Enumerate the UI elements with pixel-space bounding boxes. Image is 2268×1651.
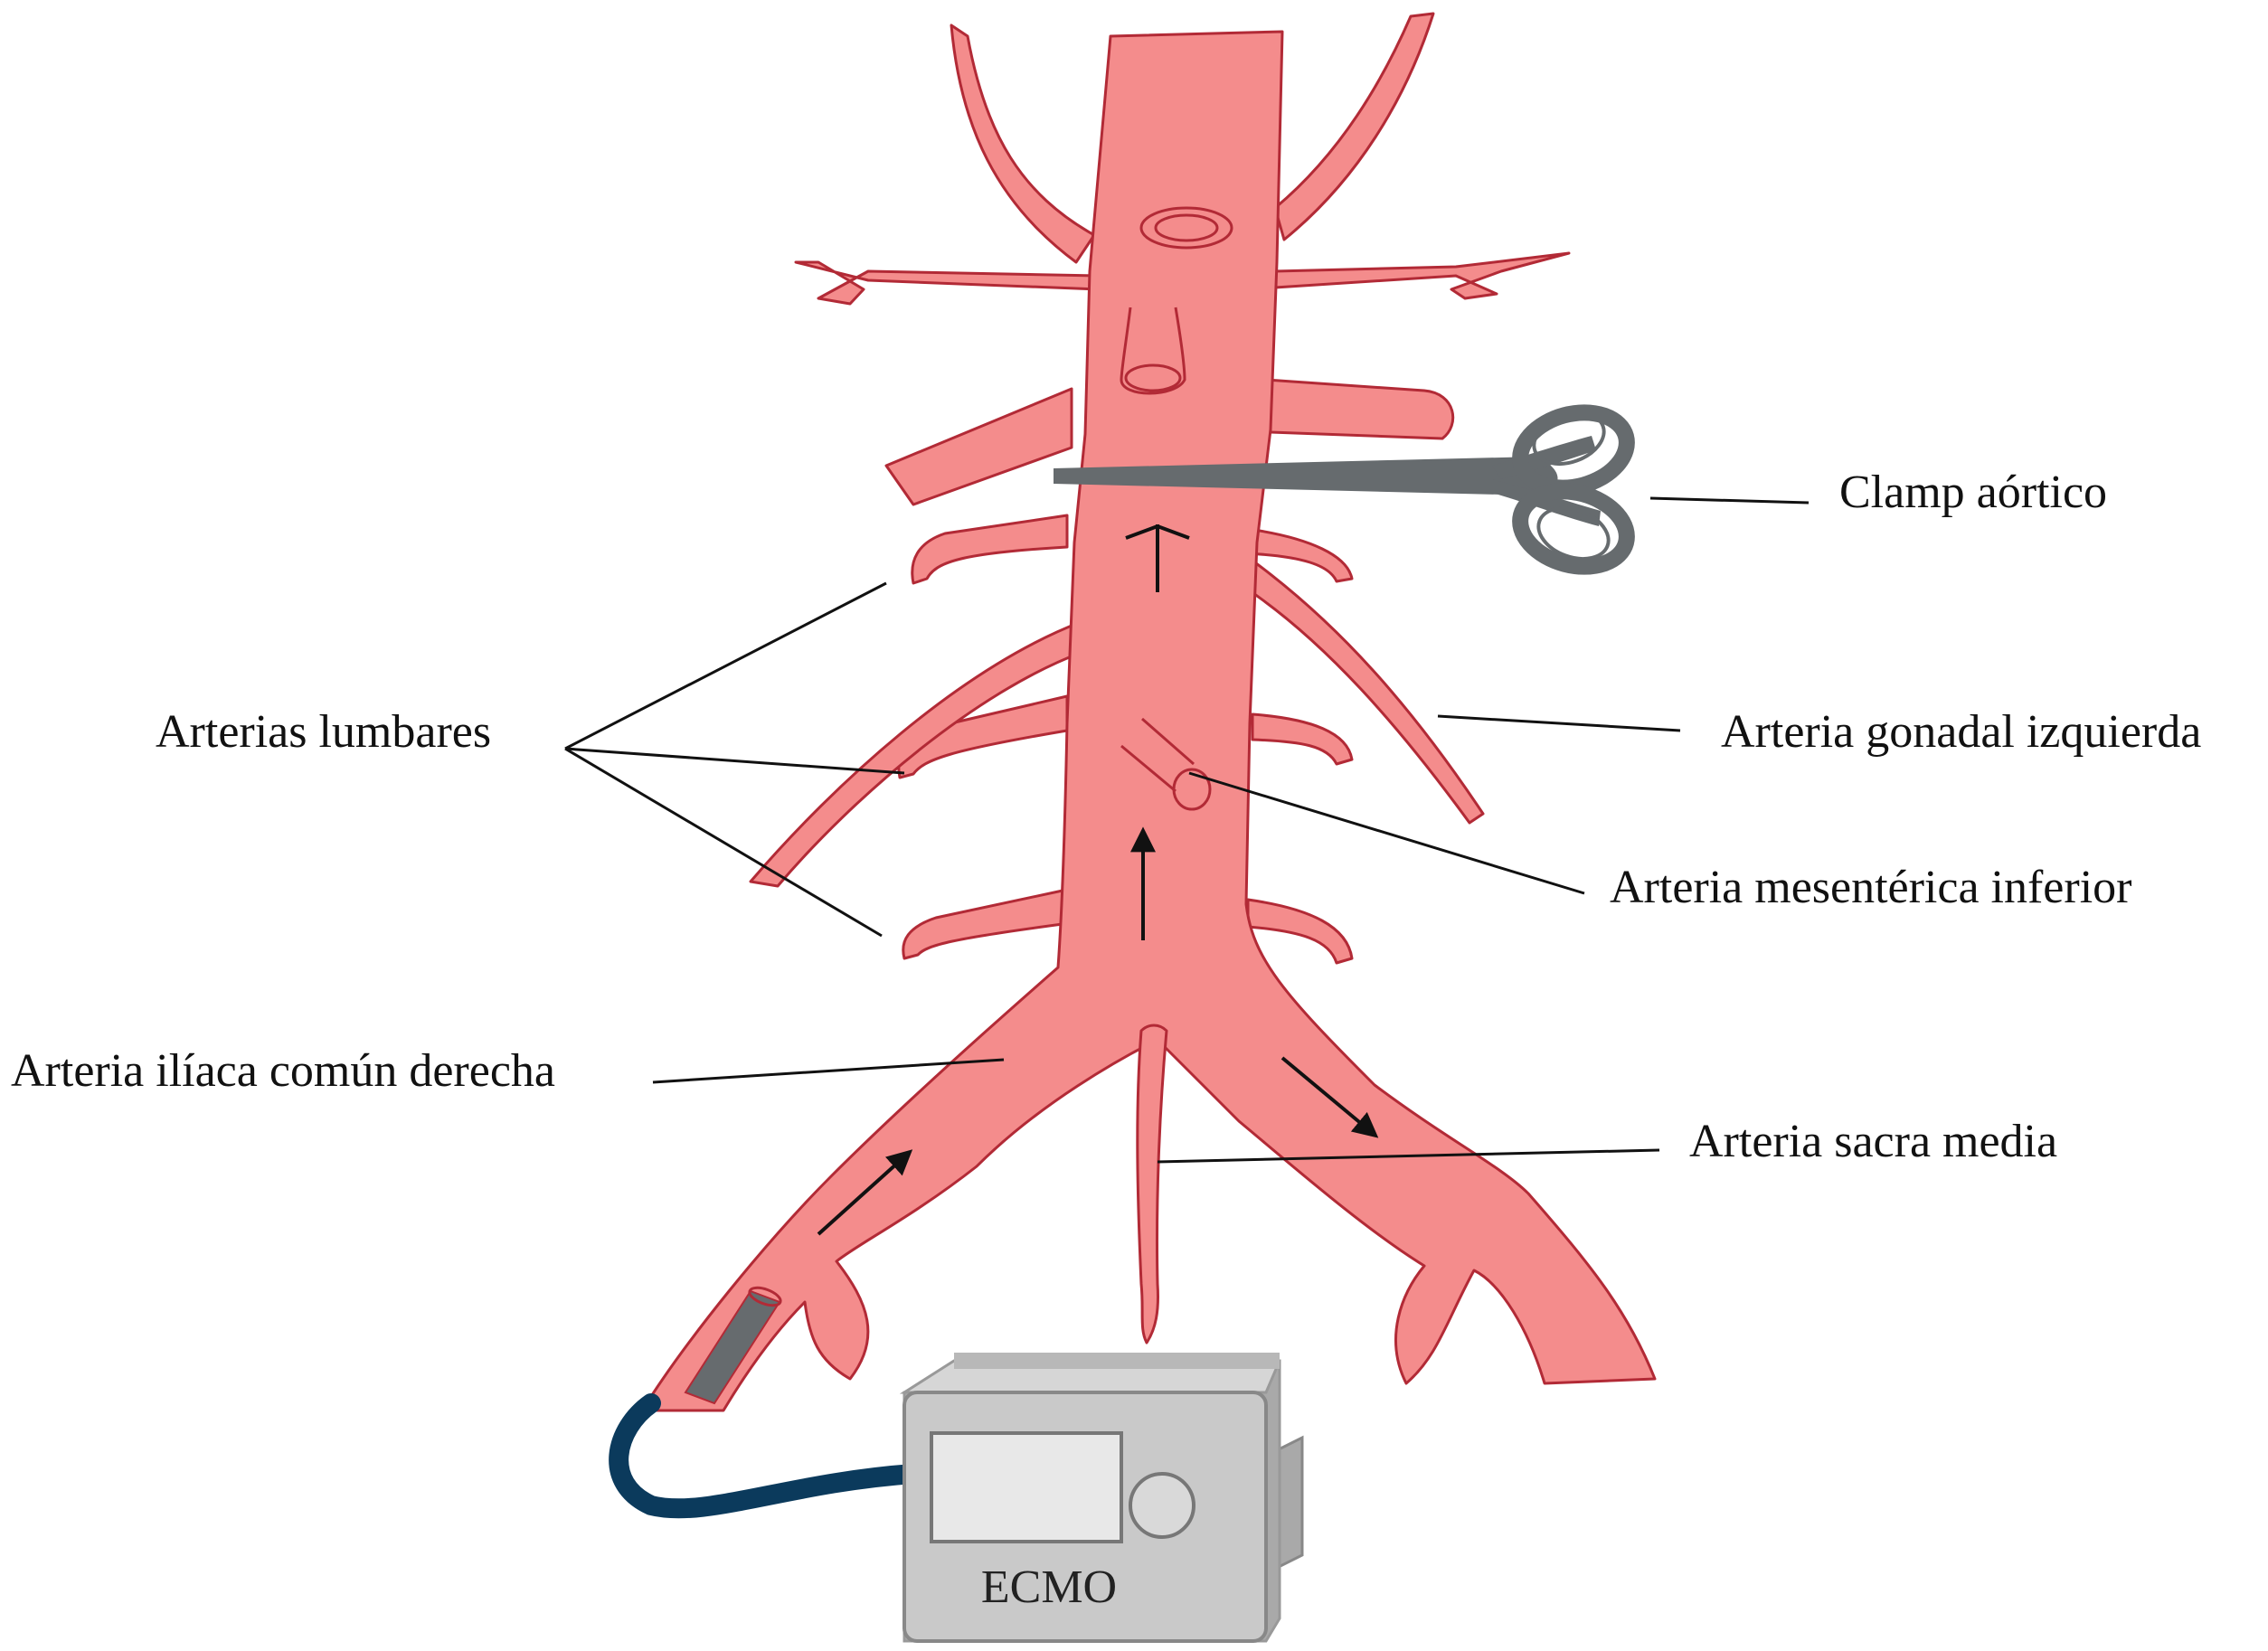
- right-renal-branch: [1264, 378, 1455, 440]
- clamp-ring-lower-left: [1536, 505, 1611, 561]
- aortic-clamp-icon: [1054, 404, 1635, 575]
- clamp-ring-upper: [1512, 404, 1635, 496]
- clamp-ring-lower: [1512, 483, 1635, 575]
- upper-left-branch: [950, 24, 1096, 264]
- flow-split-arrow-icon: [1125, 524, 1190, 540]
- ostium-1-inner: [1154, 213, 1219, 242]
- leader-lines: [564, 496, 1810, 1164]
- imv-stem: [1120, 717, 1195, 793]
- ostium-1: [1139, 206, 1233, 250]
- lumbar-left-3: [902, 889, 1064, 960]
- lumbar-left-1: [911, 514, 1069, 585]
- median-sacral-artery: [1136, 1024, 1168, 1344]
- upper-right-branch: [1273, 12, 1435, 241]
- cannula-tip: [684, 1289, 781, 1405]
- clamp-shank-lower: [1492, 479, 1601, 526]
- left-renal-branch: [884, 387, 1073, 506]
- ecmo-knob-icon: [1129, 1472, 1195, 1539]
- lumbar-right-1: [1244, 527, 1354, 583]
- leader-lumbar-1: [564, 581, 887, 750]
- ostium-2-tube: [1120, 307, 1186, 395]
- lumbar-right-3: [1246, 898, 1354, 965]
- ecmo-label: ECMO: [981, 1561, 1117, 1613]
- label-arterias-lumbares: Arterias lumbares: [156, 706, 492, 758]
- ecmo-machine-icon: ECMO: [899, 1353, 1304, 1643]
- left-fork-branch: [794, 260, 1101, 306]
- artery-tree: [640, 12, 1657, 1412]
- ostium-2: [1124, 363, 1182, 392]
- leader-clamp: [1649, 496, 1810, 505]
- ecmo-cannula: [609, 1286, 923, 1519]
- cannula-opening: [748, 1286, 782, 1307]
- mesenteric-ostium: [1172, 768, 1212, 811]
- flow-arrow-icon: [817, 1149, 913, 1236]
- ostia: [1120, 206, 1233, 811]
- flow-arrows: [817, 524, 1379, 1236]
- leader-lumbar-2: [564, 747, 905, 775]
- ecmo-screen: [930, 1431, 1123, 1543]
- label-arteria-mesenterica-inferior: Arteria mesentérica inferior: [1610, 862, 2132, 913]
- left-descending-branch: [749, 620, 1082, 888]
- right-fork-branch: [1273, 251, 1571, 300]
- leader-gonadal: [1437, 714, 1681, 732]
- label-clamp-aortico: Clamp aórtico: [1839, 467, 2108, 518]
- label-arteria-sacra-media: Arteria sacra media: [1689, 1116, 2058, 1167]
- leader-sacral: [1157, 1148, 1660, 1164]
- clamp-jaw: [1054, 457, 1558, 495]
- cannula-tube: [609, 1393, 923, 1519]
- label-arteria-gonadal-izquierda: Arteria gonadal izquierda: [1721, 706, 2202, 758]
- flow-arrow-icon: [1280, 1056, 1379, 1138]
- leader-iliac: [652, 1058, 1005, 1084]
- leader-mesenteric: [1188, 771, 1585, 895]
- lumbar-right-2: [1251, 712, 1354, 766]
- leader-lumbar-3: [564, 747, 883, 938]
- label-arteria-iliaca-comun-derecha: Arteria ilíaca común derecha: [11, 1045, 555, 1097]
- gonadal-left-artery: [1246, 559, 1485, 825]
